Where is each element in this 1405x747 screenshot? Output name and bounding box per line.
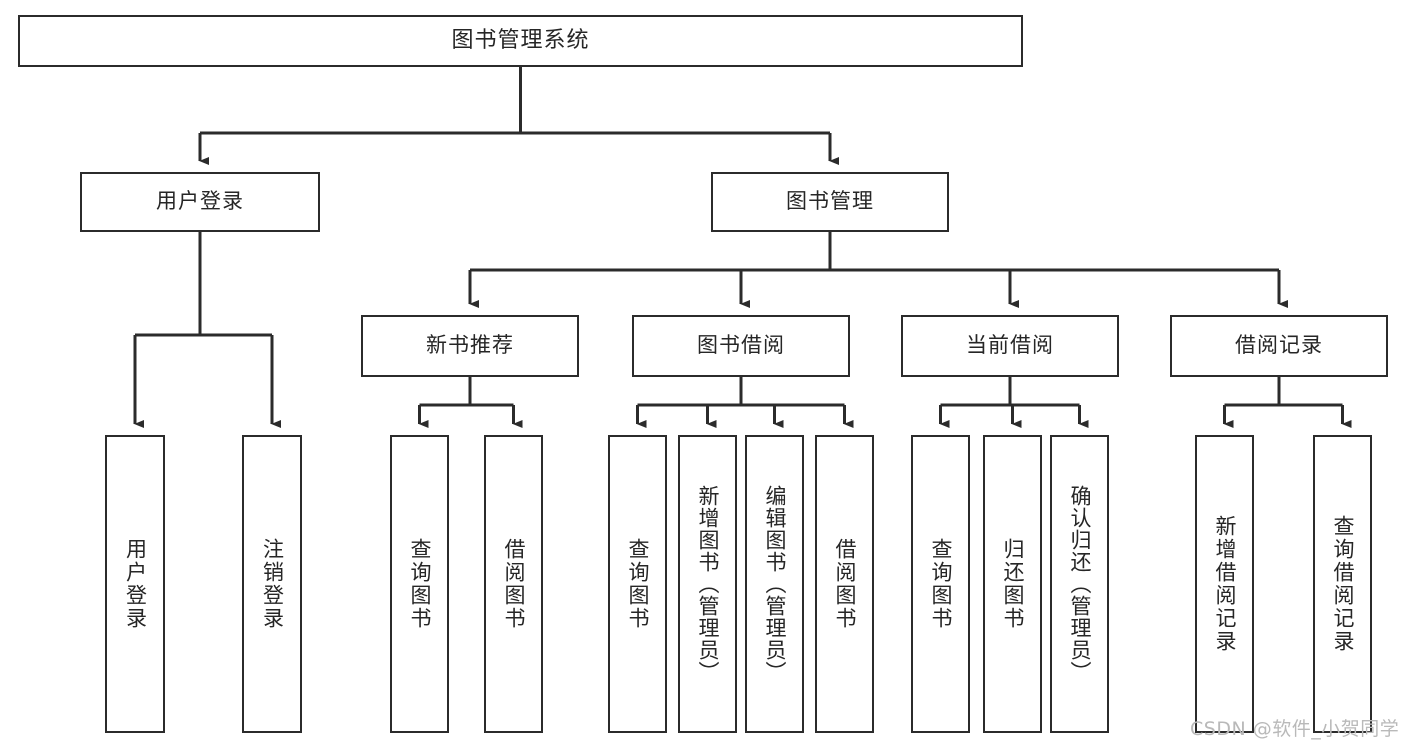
node-leaf-borrow-book-2-label: 借阅图书 <box>833 538 857 630</box>
node-book-borrow-label: 图书借阅 <box>697 333 785 358</box>
node-leaf-confirm-return-label: 确认归还（管理员） <box>1068 485 1092 683</box>
node-leaf-add-book[interactable]: 新增图书（管理员） <box>678 435 737 733</box>
watermark-text: CSDN @软件_小贺同学 <box>1190 718 1400 740</box>
node-book-borrow[interactable]: 图书借阅 <box>632 315 850 377</box>
node-leaf-return-book-label: 归还图书 <box>1001 538 1025 630</box>
node-current-borrow[interactable]: 当前借阅 <box>901 315 1119 377</box>
node-root-label: 图书管理系统 <box>451 27 590 53</box>
node-leaf-query-record[interactable]: 查询借阅记录 <box>1313 435 1372 733</box>
node-user-login[interactable]: 用户登录 <box>80 172 320 232</box>
node-new-book-rec[interactable]: 新书推荐 <box>361 315 579 377</box>
node-leaf-user-login-label: 用户登录 <box>123 538 148 630</box>
node-new-book-rec-label: 新书推荐 <box>426 333 514 358</box>
node-leaf-query-book-3-label: 查询图书 <box>929 538 953 630</box>
node-leaf-query-book-1-label: 查询图书 <box>408 538 432 630</box>
node-leaf-query-book-2-label: 查询图书 <box>626 538 650 630</box>
node-leaf-query-record-label: 查询借阅记录 <box>1331 515 1355 653</box>
node-leaf-add-record-label: 新增借阅记录 <box>1213 515 1237 653</box>
node-leaf-edit-book-label: 编辑图书（管理员） <box>763 485 787 683</box>
node-user-login-label: 用户登录 <box>156 189 244 214</box>
node-leaf-add-record[interactable]: 新增借阅记录 <box>1195 435 1254 733</box>
node-book-manage-label: 图书管理 <box>786 189 874 214</box>
node-borrow-record[interactable]: 借阅记录 <box>1170 315 1388 377</box>
node-leaf-user-login[interactable]: 用户登录 <box>105 435 165 733</box>
node-leaf-borrow-book-1[interactable]: 借阅图书 <box>484 435 543 733</box>
node-leaf-return-book[interactable]: 归还图书 <box>983 435 1042 733</box>
node-leaf-confirm-return[interactable]: 确认归还（管理员） <box>1050 435 1109 733</box>
node-leaf-query-book-1[interactable]: 查询图书 <box>390 435 449 733</box>
node-leaf-query-book-2[interactable]: 查询图书 <box>608 435 667 733</box>
node-leaf-borrow-book-2[interactable]: 借阅图书 <box>815 435 874 733</box>
node-leaf-add-book-label: 新增图书（管理员） <box>696 485 720 683</box>
node-current-borrow-label: 当前借阅 <box>966 333 1054 358</box>
node-leaf-query-book-3[interactable]: 查询图书 <box>911 435 970 733</box>
node-leaf-borrow-book-1-label: 借阅图书 <box>502 538 526 630</box>
node-borrow-record-label: 借阅记录 <box>1235 333 1323 358</box>
node-leaf-edit-book[interactable]: 编辑图书（管理员） <box>745 435 804 733</box>
node-leaf-logout-label: 注销登录 <box>260 538 285 630</box>
node-root[interactable]: 图书管理系统 <box>18 15 1023 67</box>
node-leaf-logout[interactable]: 注销登录 <box>242 435 302 733</box>
node-book-manage[interactable]: 图书管理 <box>711 172 949 232</box>
